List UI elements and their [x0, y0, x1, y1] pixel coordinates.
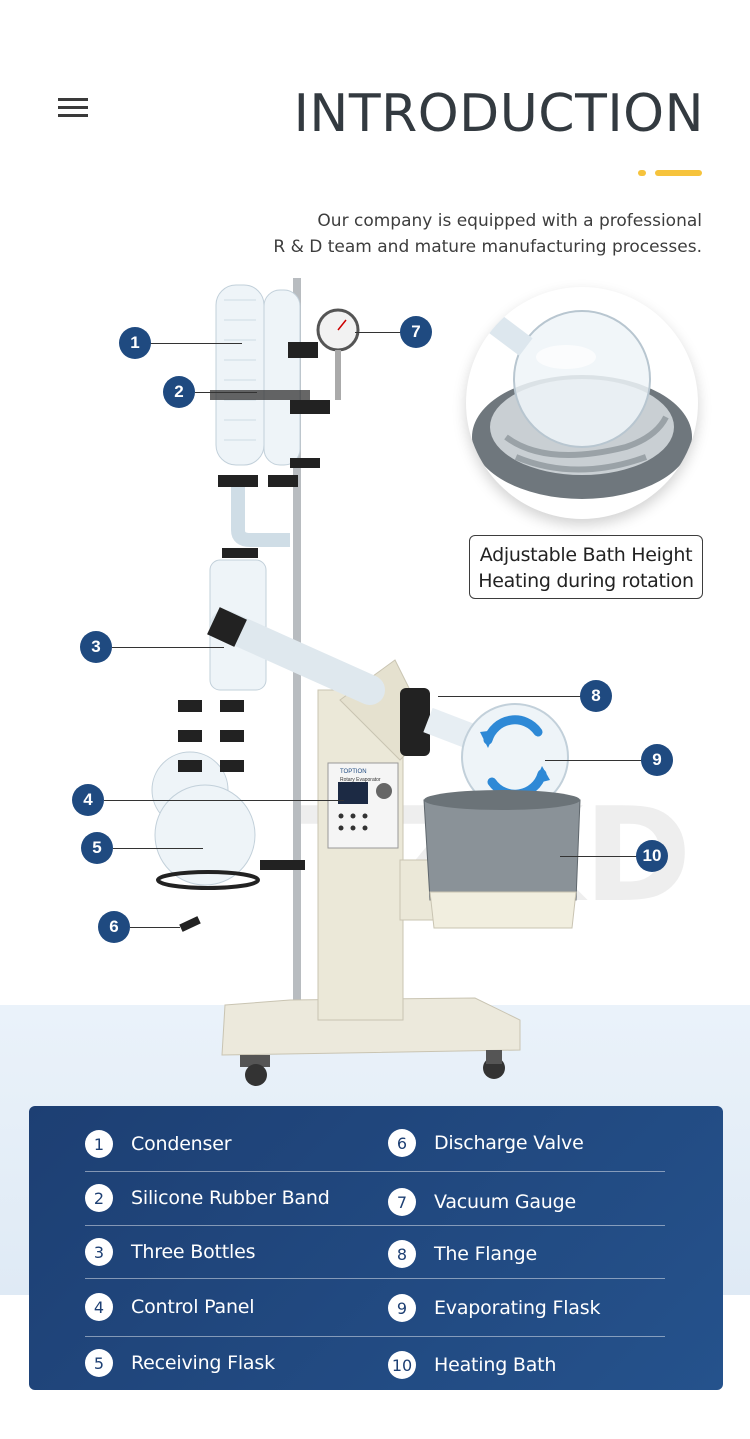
condenser-left: [215, 284, 265, 466]
legend-item: 5 Receiving Flask: [85, 1343, 275, 1383]
legend-divider: [85, 1336, 665, 1337]
legend-number: 4: [85, 1293, 113, 1321]
legend-item: 2 Silicone Rubber Band: [85, 1178, 330, 1218]
legend-number: 5: [85, 1349, 113, 1377]
bath-note-line-2: Heating during rotation: [478, 570, 694, 592]
legend-label: Three Bottles: [131, 1241, 256, 1263]
svg-text:Rotary Evaporator: Rotary Evaporator: [340, 777, 381, 783]
legend-label: The Flange: [434, 1243, 538, 1265]
callout-1: 1: [119, 327, 151, 359]
vapor-duct: [210, 610, 385, 705]
accent-dot: [638, 170, 646, 176]
rotary-evaporator-illustration: TZKD TOPTION Rotary Evaporator: [151, 278, 692, 1086]
legend-number: 9: [388, 1294, 416, 1322]
legend-divider: [85, 1278, 665, 1279]
legend-item: 1 Condenser: [85, 1124, 232, 1164]
legend-number: 1: [85, 1130, 113, 1158]
legend-number: 7: [388, 1188, 416, 1216]
flange: [400, 688, 430, 756]
leader-1: [150, 343, 242, 344]
legend-number: 6: [388, 1129, 416, 1157]
leader-2: [195, 392, 257, 393]
legend-item: 9 Evaporating Flask: [388, 1288, 600, 1328]
legend-item: 7 Vacuum Gauge: [388, 1182, 576, 1222]
discharge-valve: [179, 916, 201, 932]
leader-4: [104, 800, 344, 801]
legend-label: Vacuum Gauge: [434, 1191, 577, 1213]
callout-4: 4: [72, 784, 104, 816]
menu-button[interactable]: [58, 96, 90, 122]
control-panel: [327, 762, 399, 849]
callout-10: 10: [636, 840, 668, 872]
callout-5: 5: [81, 832, 113, 864]
legend-label: Control Panel: [131, 1296, 255, 1318]
legend-number: 8: [388, 1240, 416, 1268]
condenser-right: [263, 289, 301, 466]
callout-8: 8: [580, 680, 612, 712]
bath-feature-note: Adjustable Bath Height Heating during ro…: [469, 535, 703, 599]
legend-label: Silicone Rubber Band: [131, 1187, 330, 1209]
callout-7: 7: [400, 316, 432, 348]
legend-label: Heating Bath: [434, 1354, 557, 1376]
intro-line-1: Our company is equipped with a professio…: [317, 211, 702, 231]
heating-bath: [423, 799, 581, 901]
callout-3: 3: [80, 631, 112, 663]
wheel: [245, 1064, 267, 1086]
intro-text: Our company is equipped with a professio…: [242, 208, 702, 260]
svg-text:TOPTION: TOPTION: [340, 769, 367, 775]
legend-number: 3: [85, 1238, 113, 1266]
leader-3: [112, 647, 224, 648]
leader-5: [113, 848, 203, 849]
legend-divider: [85, 1225, 665, 1226]
support-rod: [293, 278, 301, 1003]
legend-item: 10 Heating Bath: [388, 1345, 556, 1385]
leader-8: [438, 696, 582, 697]
leader-9: [545, 760, 642, 761]
callout-6: 6: [98, 911, 130, 943]
intro-line-2: R & D team and mature manufacturing proc…: [273, 237, 702, 257]
parts-legend: 1 Condenser 2 Silicone Rubber Band 3 Thr…: [29, 1106, 723, 1390]
callout-2: 2: [163, 376, 195, 408]
bath-detail-image: [466, 287, 698, 519]
legend-item: 6 Discharge Valve: [388, 1123, 584, 1163]
base: [221, 997, 521, 1056]
legend-item: 8 The Flange: [388, 1234, 537, 1274]
receiving-flask: [154, 784, 256, 886]
menu-icon: [58, 98, 88, 101]
legend-number: 10: [388, 1351, 416, 1379]
legend-item: 4 Control Panel: [85, 1287, 255, 1327]
accent-bar: [655, 170, 702, 176]
bath-note-line-1: Adjustable Bath Height: [479, 544, 693, 566]
legend-number: 2: [85, 1184, 113, 1212]
callout-9: 9: [641, 744, 673, 776]
legend-label: Receiving Flask: [131, 1352, 275, 1374]
leader-6: [130, 927, 180, 928]
legend-label: Discharge Valve: [434, 1132, 584, 1154]
page-title: INTRODUCTION: [293, 84, 704, 144]
legend-divider: [85, 1171, 665, 1172]
leader-7: [355, 332, 401, 333]
legend-label: Condenser: [131, 1133, 232, 1155]
legend-label: Evaporating Flask: [434, 1297, 601, 1319]
legend-item: 3 Three Bottles: [85, 1232, 255, 1272]
leader-10: [560, 856, 638, 857]
